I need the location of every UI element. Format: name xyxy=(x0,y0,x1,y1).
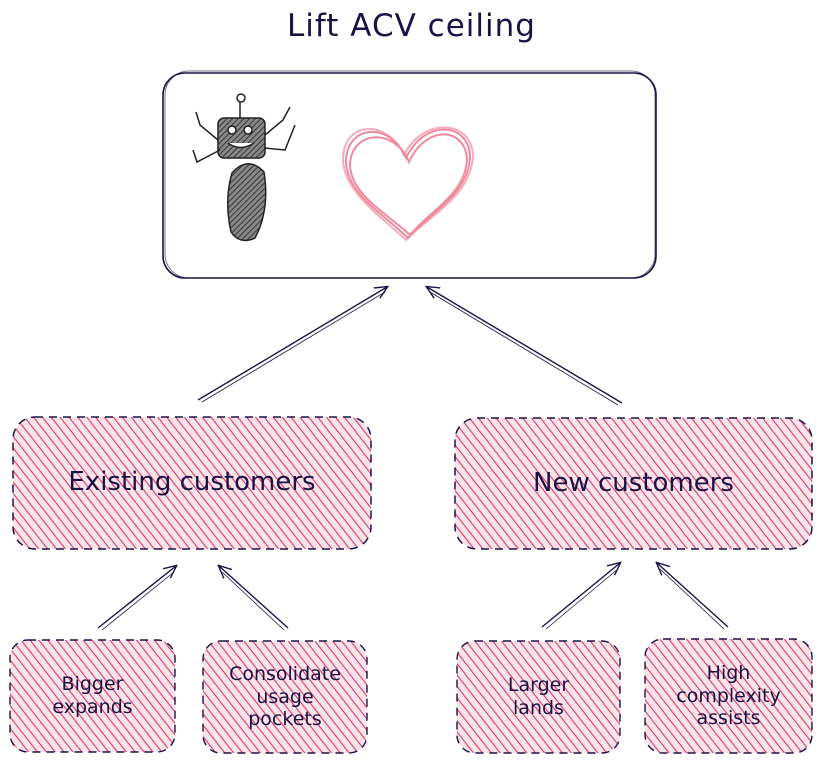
high-complexity-box xyxy=(644,638,813,754)
bigger-expands-label: Bigger expands xyxy=(52,673,133,718)
arrow-existing-to-top xyxy=(197,287,387,401)
robot-icon xyxy=(192,93,296,242)
arrow-consolidate xyxy=(219,566,289,629)
arrow-bigger-expands xyxy=(97,566,176,629)
high-complexity-label: High complexity assists xyxy=(676,661,781,730)
diagram-title: Lift ACV ceiling xyxy=(287,8,536,44)
consolidate-label: Consolidate usage pockets xyxy=(229,662,341,731)
heart-icon xyxy=(341,126,475,242)
arrow-new-to-top xyxy=(427,287,623,404)
bigger-expands-box xyxy=(9,639,176,753)
consolidate-box xyxy=(202,640,368,754)
arrow-larger-lands xyxy=(541,563,620,628)
larger-lands-label: Larger lands xyxy=(507,674,570,719)
larger-lands-box xyxy=(456,640,621,754)
existing-customers-box xyxy=(12,416,372,550)
arrow-high-complexity xyxy=(657,563,729,628)
existing-customers-label: Existing customers xyxy=(68,467,316,498)
new-customers-label: New customers xyxy=(533,467,734,498)
top-box xyxy=(162,70,657,279)
new-customers-box xyxy=(454,417,813,550)
